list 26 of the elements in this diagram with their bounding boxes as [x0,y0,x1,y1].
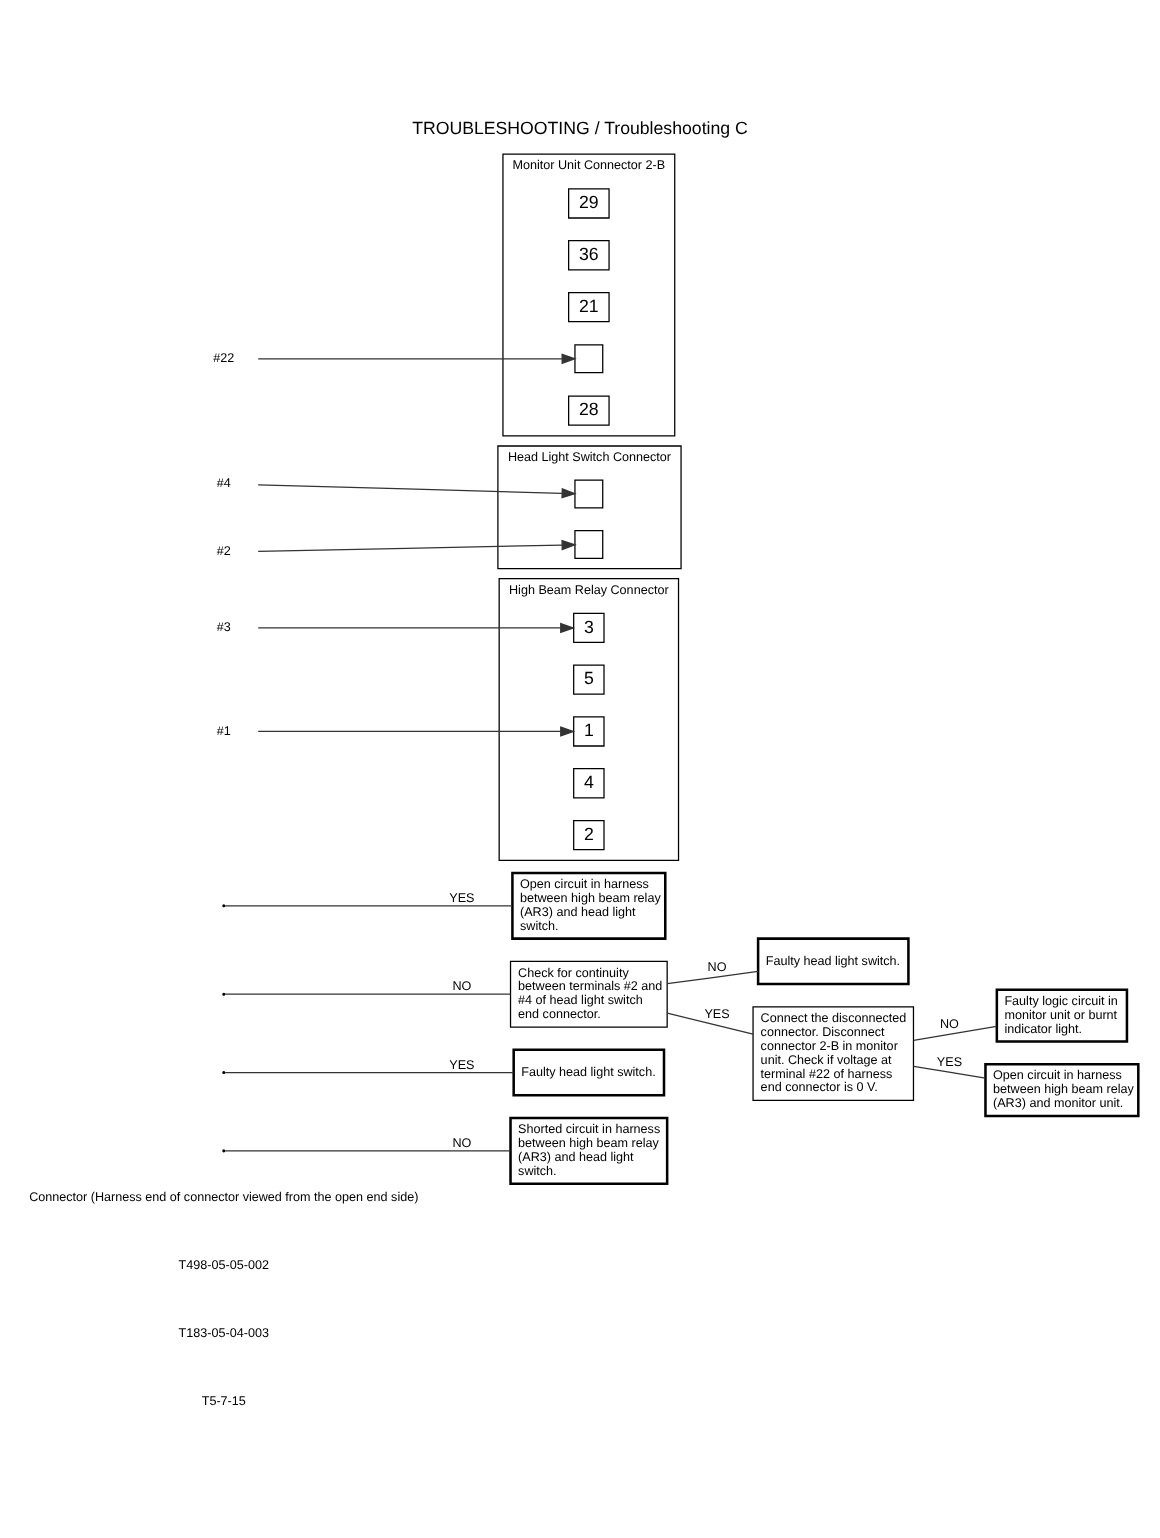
connector [666,969,759,984]
connector [224,1070,515,1073]
arrow [257,483,577,498]
connector [224,992,512,994]
connector [224,904,513,906]
node-box: 1 [573,715,605,746]
arrow [257,538,577,552]
node-box: 29 [568,187,610,218]
node-box: 4 [573,767,605,798]
node-box: 21 [568,290,610,322]
arrow [257,352,577,364]
node-box [574,529,604,559]
diagram-title: TROUBLESHOOTING / Troubleshooting C [412,117,748,138]
connector [913,1064,987,1078]
connector [224,1149,512,1151]
node-box: 36 [568,239,610,270]
node-box [574,478,604,508]
arrow [257,621,576,633]
node-box: 5 [573,663,605,694]
connector [913,1024,998,1040]
node-box: 3 [573,611,605,643]
node-box: 2 [573,818,605,850]
connector [666,1011,754,1034]
node-box [574,343,604,373]
node-box: 28 [568,394,610,425]
arrow [257,725,576,736]
